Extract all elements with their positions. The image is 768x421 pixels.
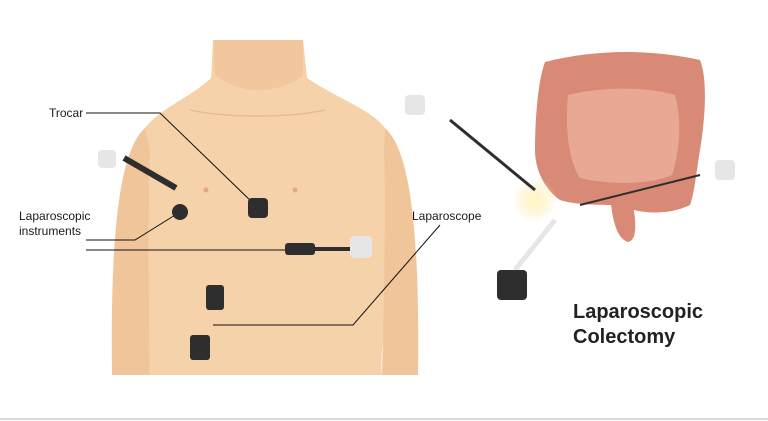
title-line2: Colectomy — [573, 326, 676, 348]
title-line1: Laparoscopic — [573, 301, 704, 323]
handle-2 — [350, 236, 372, 258]
instrument-left — [122, 155, 188, 220]
trocar-label: Trocar — [49, 106, 84, 120]
colon-scope — [513, 218, 557, 272]
laparoscope-body — [285, 243, 355, 255]
instrument-chest — [248, 198, 268, 218]
colon-instrument-1 — [449, 118, 536, 192]
light-glow — [513, 178, 557, 222]
handle-4 — [715, 160, 735, 180]
colon-instrument-2 — [579, 174, 701, 206]
laparoscope-label: Laparoscope — [412, 209, 482, 223]
chest-line — [189, 109, 326, 117]
neck-shade — [213, 40, 303, 91]
handle-3 — [405, 95, 425, 115]
arm-left — [111, 128, 150, 375]
handle-1 — [98, 150, 116, 168]
laparoscope-leader — [213, 224, 441, 326]
scope-unit — [497, 270, 527, 300]
arm-right — [382, 128, 419, 375]
small-intestine — [566, 88, 680, 183]
sigmoid — [610, 195, 636, 242]
instruments-label-line2: instruments — [19, 224, 82, 238]
nipple-right — [292, 187, 298, 193]
nipple-left — [203, 187, 209, 193]
lower-port — [190, 285, 224, 360]
diagram-title: Laparoscopic Colectomy — [573, 300, 703, 350]
instruments-leader-a — [86, 211, 181, 241]
instruments-label-line1: Laparoscopic — [19, 209, 91, 223]
instruments-label: Laparoscopic instruments — [19, 209, 90, 239]
trocar-leader — [86, 112, 256, 206]
